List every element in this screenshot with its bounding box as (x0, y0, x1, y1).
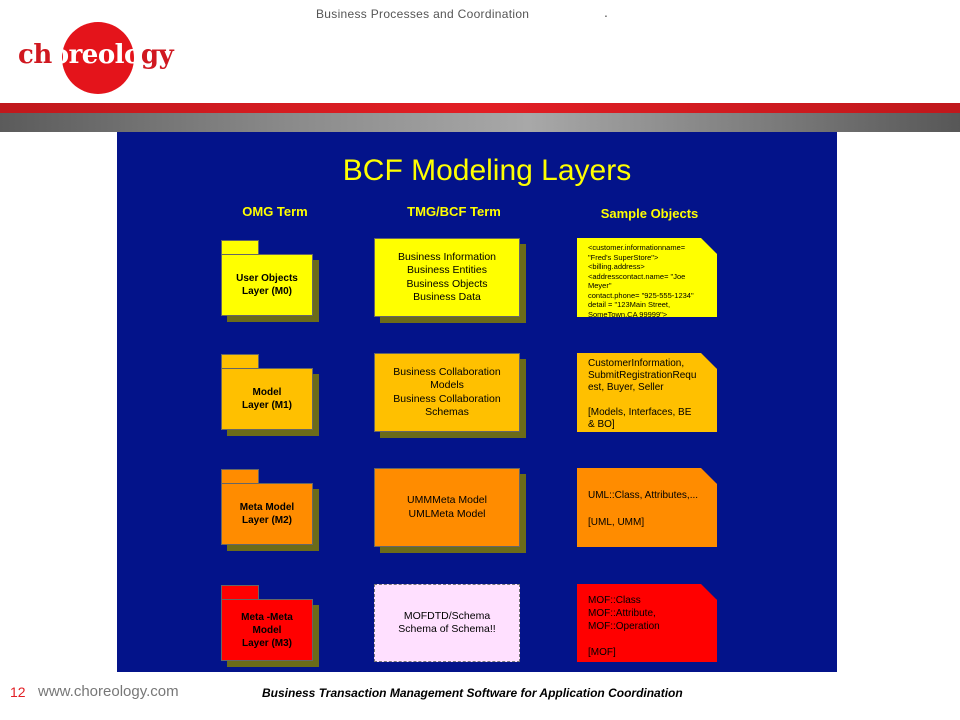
package-tab (221, 354, 259, 369)
omg-layer-m0: User Objects Layer (M0) (221, 254, 313, 316)
column-header-sample: Sample Objects (600, 206, 699, 221)
tmg-layer-m3: MOFDTD/Schema Schema of Schema!! (374, 584, 520, 662)
sample-objects-m2: UML::Class, Attributes,... [UML, UMM] (577, 468, 717, 547)
header-band-grey (0, 113, 960, 132)
omg-layer-m2: Meta Model Layer (M2) (221, 483, 313, 545)
sample-objects-m3: MOF::Class MOF::Attribute, MOF::Operatio… (577, 584, 717, 662)
package-tab (221, 469, 259, 484)
tmg-layer-m2: UMMMeta Model UMLMeta Model (374, 468, 520, 547)
choreology-logo: choreology (18, 40, 174, 70)
header-dot: . (604, 4, 608, 20)
tmg-layer-m1: Business Collaboration Models Business C… (374, 353, 520, 432)
sample-objects-m1: CustomerInformation, SubmitRegistrationR… (577, 353, 717, 432)
page-number: 12 (10, 684, 26, 700)
tmg-layer-m0: Business Information Business Entities B… (374, 238, 520, 317)
package-tab (221, 240, 259, 255)
omg-layer-m3: Meta -Meta Model Layer (M3) (221, 599, 313, 661)
package-tab (221, 585, 259, 600)
header-title: Business Processes and Coordination (316, 7, 530, 21)
omg-layer-m1: Model Layer (M1) (221, 368, 313, 430)
footer-url[interactable]: www.choreology.com (38, 683, 179, 700)
footer-tagline: Business Transaction Management Software… (262, 686, 683, 700)
slide-diagram: BCF Modeling Layers OMG Term TMG/BCF Ter… (117, 132, 837, 672)
column-header-tmg: TMG/BCF Term (407, 204, 501, 219)
column-header-omg: OMG Term (242, 204, 308, 219)
sample-objects-m0: <customer.informationname= "Fred's Super… (577, 238, 717, 317)
slide-title: BCF Modeling Layers (342, 154, 632, 187)
header-band-red (0, 103, 960, 113)
logo-circle (62, 22, 134, 94)
